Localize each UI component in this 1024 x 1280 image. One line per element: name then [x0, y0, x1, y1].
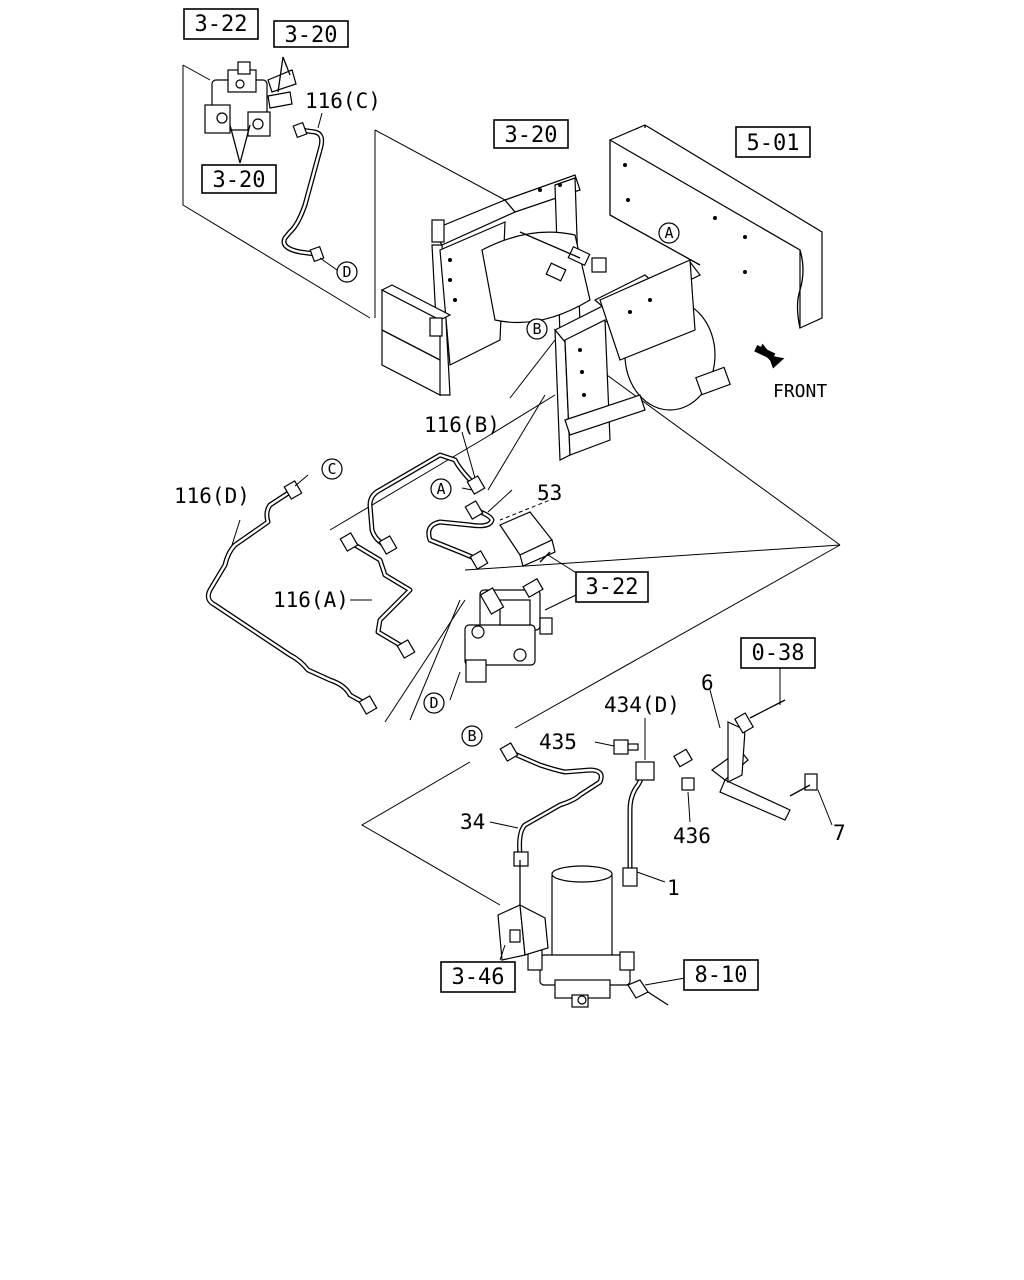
part-label-7: 7 — [833, 821, 846, 845]
pipe-116c — [281, 112, 338, 271]
tank-fittings — [429, 231, 607, 337]
part-label-53: 53 — [537, 481, 562, 505]
ref-box-3-22-top[interactable]: 3-22 — [183, 8, 259, 40]
ref-box-3-22-mid[interactable]: 3-22 — [575, 571, 649, 603]
connector-b-low: B — [461, 725, 483, 747]
ref-label: 5-01 — [747, 131, 800, 156]
valve-53 — [499, 497, 556, 567]
connector-letter: B — [532, 320, 541, 338]
pipe-34 — [499, 742, 604, 867]
connector-b-top: B — [526, 318, 548, 340]
part-labels: 116(C) 116(B) 116(D) 116(A) 53 434(D) 43… — [174, 89, 846, 900]
part-label-34: 34 — [460, 810, 485, 834]
lower-leaders — [489, 668, 833, 986]
pipe-116d — [205, 480, 378, 715]
part-label-6: 6 — [701, 671, 714, 695]
frame-crossmember — [380, 284, 452, 396]
ref-box-5-01[interactable]: 5-01 — [735, 126, 811, 158]
part-label-1: 1 — [667, 876, 680, 900]
ref-label: 3-20 — [285, 23, 338, 48]
relay-valve-middle — [464, 577, 553, 683]
relay-valve-top — [204, 56, 297, 164]
ref-label: 3-20 — [505, 123, 558, 148]
ref-box-3-20-top[interactable]: 3-20 — [273, 20, 349, 48]
connector-d-mid: D — [423, 692, 445, 714]
part-label-436: 436 — [673, 824, 711, 848]
pipe-116b — [367, 452, 486, 555]
air-dryer — [527, 865, 635, 1008]
part-label-116a: 116(A) — [273, 588, 349, 612]
part-label-116c: 116(C) — [305, 89, 381, 113]
ref-box-0-38[interactable]: 0-38 — [740, 637, 816, 669]
connector-letter: D — [429, 694, 438, 712]
frame-rail — [608, 124, 823, 329]
connector-d-top: D — [336, 261, 358, 283]
connector-letter: A — [436, 480, 445, 498]
front-direction-arrow-icon — [754, 343, 785, 369]
ref-box-3-20-left[interactable]: 3-20 — [201, 164, 277, 194]
reference-boxes: 3-22 3-20 3-20 3-20 5-01 3-22 0-38 3-46 — [183, 8, 816, 993]
ref-label: 0-38 — [752, 641, 805, 666]
ref-box-8-10[interactable]: 8-10 — [683, 959, 759, 991]
ref-label: 8-10 — [695, 963, 748, 988]
part-label-116d: 116(D) — [174, 484, 250, 508]
connector-markers: D A B C A D B — [321, 222, 680, 747]
connector-c-mid: C — [321, 458, 343, 480]
ref-label: 3-46 — [452, 965, 505, 990]
front-label: FRONT — [773, 381, 827, 402]
connector-letter: C — [327, 460, 336, 478]
part-label-435: 435 — [539, 730, 577, 754]
connector-letter: A — [664, 224, 673, 242]
connector-letter: D — [342, 263, 351, 281]
air-tank — [554, 259, 731, 461]
pipe-53 — [426, 500, 495, 570]
ref-label: 3-20 — [213, 168, 266, 193]
connector-a-mid: A — [430, 478, 452, 500]
bracket-6 — [710, 721, 791, 821]
pipe-116a — [339, 532, 416, 659]
dryer-bracket — [497, 860, 549, 961]
part-label-434d: 434(D) — [604, 693, 680, 717]
connector-letter: B — [467, 727, 476, 745]
ref-box-3-20-mid[interactable]: 3-20 — [493, 119, 569, 149]
ref-label: 3-22 — [586, 575, 639, 600]
mid-leaders — [231, 339, 579, 611]
pipe-1 — [622, 769, 648, 887]
connector-8-10 — [627, 979, 669, 1006]
ref-box-3-46[interactable]: 3-46 — [440, 961, 516, 993]
ref-label: 3-22 — [195, 12, 248, 37]
fasteners — [613, 699, 818, 797]
part-label-116b: 116(B) — [424, 413, 500, 437]
connector-a-top: A — [658, 222, 680, 244]
